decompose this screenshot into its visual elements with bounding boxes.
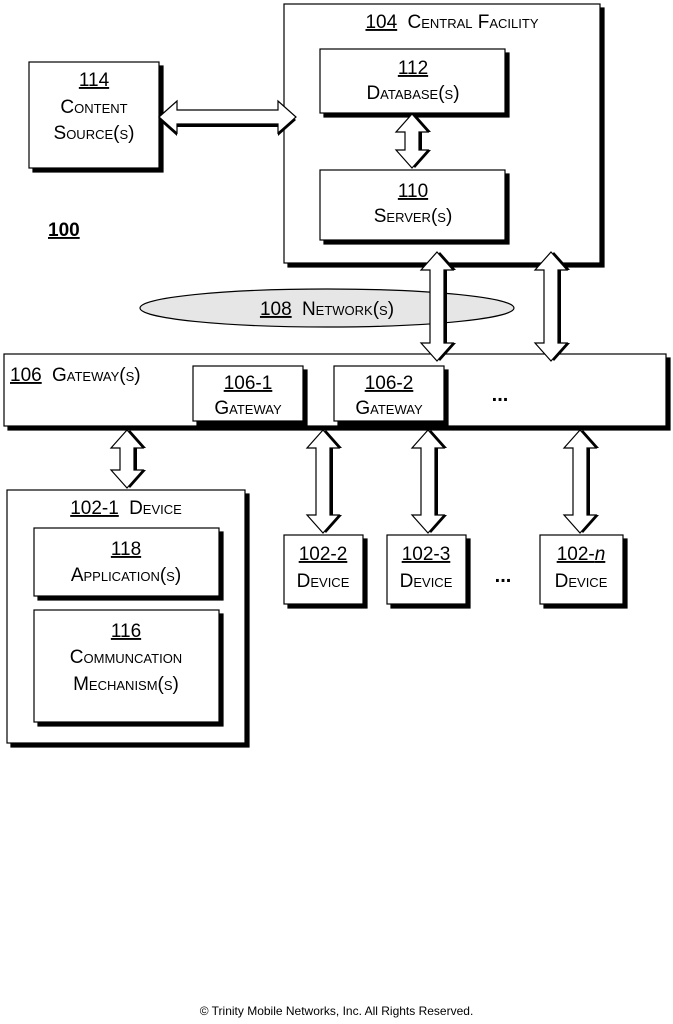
device-3-ref: 102-3 <box>402 544 451 565</box>
svg-text:102-n: 102-n <box>557 544 606 565</box>
gateways-ellipsis: ... <box>492 384 509 406</box>
communication-ref: 116 <box>111 621 141 642</box>
arrow-gateways-device-1 <box>111 430 143 488</box>
network-ref: 108 <box>260 299 292 320</box>
content-source-line1: Content <box>60 97 127 118</box>
arrow-gateways-device-n <box>564 430 596 533</box>
arrow-gateways-device-2 <box>307 430 339 533</box>
server-box: 110 Server(s) <box>320 170 505 240</box>
copyright-footer: © Trinity Mobile Networks, Inc. All Righ… <box>0 1004 673 1018</box>
application-label: Application(s) <box>71 565 181 586</box>
network-cloud: 108 Network(s) <box>140 289 514 327</box>
arrow-content-source-central <box>159 101 296 133</box>
gateway-2-label: Gateway <box>355 398 423 419</box>
svg-text:104 Central Facility: 104 Central Facility <box>365 12 538 33</box>
database-label: Database(s) <box>366 83 459 104</box>
server-ref: 110 <box>398 181 428 202</box>
gateway-2-ref: 106-2 <box>365 373 414 394</box>
gateway-2-box: 106-2 Gateway <box>334 366 444 421</box>
communication-box: 116 Communcation Mechanism(s) <box>34 610 219 722</box>
content-source-box: 114 Content Source(s) <box>29 62 159 168</box>
device-2-label: Device <box>297 571 350 592</box>
gateways-label: Gateway(s) <box>52 365 141 386</box>
figure-number: 100 <box>48 220 80 241</box>
central-facility-label: Central Facility <box>407 12 538 33</box>
gateway-1-ref: 106-1 <box>224 373 273 394</box>
gateway-1-label: Gateway <box>214 398 282 419</box>
communication-line1: Communcation <box>70 647 182 668</box>
device-3-box: 102-3 Device <box>387 535 466 604</box>
devices-ellipsis: ... <box>495 565 512 587</box>
arrow-central-gateways <box>535 252 567 361</box>
device-n-ref-suffix: n <box>595 544 606 565</box>
application-box: 118 Application(s) <box>34 528 219 596</box>
device-1-ref: 102-1 <box>70 498 119 519</box>
network-label: Network(s) <box>302 299 394 320</box>
device-2-box: 102-2 Device <box>284 535 363 604</box>
content-source-line2: Source(s) <box>54 123 135 144</box>
device-3-label: Device <box>400 571 453 592</box>
svg-text:108 Network(s): 108 Network(s) <box>260 299 394 320</box>
content-source-ref: 114 <box>79 70 110 91</box>
application-ref: 118 <box>111 539 141 560</box>
svg-text:106 Gateway(s): 106 Gateway(s) <box>10 365 141 386</box>
database-box: 112 Database(s) <box>320 49 505 113</box>
device-2-ref: 102-2 <box>299 544 348 565</box>
gateway-1-box: 106-1 Gateway <box>193 366 303 421</box>
server-label: Server(s) <box>374 206 453 227</box>
device-n-box: 102-n Device <box>540 535 623 604</box>
system-diagram: 104 Central Facility 112 Database(s) 110… <box>0 0 673 1000</box>
gateways-ref: 106 <box>10 365 42 386</box>
device-1-label: Device <box>129 498 182 519</box>
communication-line2: Mechanism(s) <box>73 674 179 695</box>
database-ref: 112 <box>398 58 428 79</box>
device-n-label: Device <box>555 571 608 592</box>
central-facility-ref: 104 <box>365 12 397 33</box>
device-n-ref-prefix: 102- <box>557 544 595 565</box>
arrow-gateways-device-3 <box>412 430 444 533</box>
